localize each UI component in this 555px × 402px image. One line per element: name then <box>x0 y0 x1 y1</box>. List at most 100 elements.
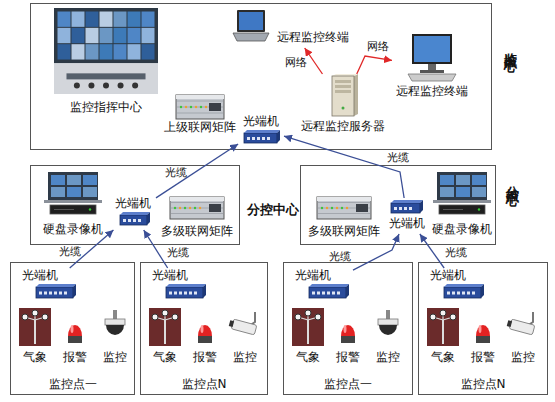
device-node: 报警 <box>464 308 502 368</box>
rack-icon <box>169 196 225 220</box>
node-label: 监控中心 <box>499 42 519 50</box>
site-box: 监控点N光端机气象报警监控 <box>418 262 548 395</box>
switch-icon <box>120 212 150 225</box>
wall-screen <box>440 187 454 197</box>
weather-card <box>427 308 459 346</box>
recorder-body <box>439 205 485 214</box>
wall-screen <box>456 187 470 197</box>
recorder-led <box>478 208 480 210</box>
device-node: 气象 <box>146 308 184 368</box>
wall-screen <box>114 12 127 27</box>
weather-cup <box>22 314 28 320</box>
device-node: 光端机 <box>18 268 80 304</box>
device-node: 光端机 <box>110 196 156 230</box>
node-label: 上级联网矩阵 <box>163 120 237 134</box>
switch-icon <box>309 284 349 298</box>
matrix-led <box>194 207 196 209</box>
weather-pole <box>442 320 444 344</box>
transceiver-body <box>36 287 73 298</box>
connector <box>144 230 168 268</box>
transceiver-port <box>327 292 330 295</box>
laptop-lid <box>237 10 265 32</box>
alarm-glint <box>201 325 204 333</box>
camera-icon <box>372 308 404 346</box>
matrix-led <box>336 207 338 209</box>
matrix-led <box>180 106 182 108</box>
device-node: 远程监控服务器 <box>299 74 387 134</box>
matrix-body <box>317 197 371 219</box>
transceiver-port <box>39 292 42 295</box>
monitor-screen <box>414 36 450 62</box>
switch-icon <box>36 284 76 298</box>
transceiver-port <box>133 219 136 222</box>
camera-dome <box>379 325 397 335</box>
laptop-icon <box>230 8 272 48</box>
dvr-icon <box>44 172 102 216</box>
connector-label: 光缆 <box>165 166 187 179</box>
node-label: 气象 <box>146 350 184 364</box>
camera-mount <box>113 310 117 319</box>
server-side <box>354 74 358 116</box>
device-node: 硬盘录像机 <box>38 170 108 240</box>
camera-dome <box>106 325 124 335</box>
weather-card <box>292 308 324 346</box>
transceiver-top <box>36 284 76 287</box>
node-label: 监控点N <box>419 377 547 391</box>
transceiver-top <box>120 212 150 215</box>
device-node: 光端机 <box>148 268 210 304</box>
monitor-wall <box>437 172 487 200</box>
connector-label: 光缆 <box>167 246 189 259</box>
node-label: 气象 <box>289 350 327 364</box>
transceiver-port <box>312 292 315 295</box>
subcenter-box: 分控中心硬盘录像机光端机多级联网矩阵 <box>30 165 240 245</box>
weather-pole <box>34 320 36 344</box>
matrix-panel <box>209 204 221 212</box>
transceiver-top <box>166 284 206 287</box>
matrix-led <box>184 207 186 209</box>
transceiver-port <box>174 292 177 295</box>
node-label: 监控点N <box>141 377 267 391</box>
server-drive <box>335 90 351 93</box>
weather-cup <box>162 310 168 316</box>
transceiver-side <box>420 200 423 213</box>
matrix-slot <box>171 202 223 203</box>
wall-screen <box>142 44 155 59</box>
transceiver-side <box>147 212 150 225</box>
device-node: 上级联网矩阵 <box>163 94 237 136</box>
recorder-slot <box>443 209 463 210</box>
node-label: 远程监控终端 <box>274 30 352 44</box>
laptop-base <box>233 33 269 41</box>
transceiver-top <box>309 284 349 287</box>
weather-cup <box>42 314 48 320</box>
control-room <box>54 8 158 94</box>
transceiver-port <box>194 292 197 295</box>
transceiver-port <box>317 292 320 295</box>
wall-screen <box>128 44 141 59</box>
node-label: 分控中心 <box>245 202 301 218</box>
wall-screen <box>440 175 454 185</box>
alarm-glint <box>344 325 347 333</box>
node-label: 远程监控终端 <box>392 84 472 98</box>
transceiver-port <box>332 292 335 295</box>
node-label: 多级联网矩阵 <box>158 224 236 238</box>
weather-cup <box>32 310 38 316</box>
console-desk <box>66 73 145 79</box>
connector-label: 光缆 <box>445 246 467 259</box>
node-label: 监控点一 <box>11 377 134 391</box>
wall-screen <box>86 44 99 59</box>
device-node: 监控 <box>369 308 407 368</box>
device-node: 报警 <box>186 308 224 368</box>
node-label: 光端机 <box>426 268 470 282</box>
transceiver-port <box>267 137 270 140</box>
device-node: 监控 <box>504 308 542 368</box>
center-box: 监控中心监控指挥中心远程监控终端远程监控终端上级联网矩阵光端机远程监控服务器 <box>30 3 492 150</box>
matrix-top <box>176 95 224 99</box>
connector <box>353 234 399 270</box>
weather-card <box>19 308 51 346</box>
device-node: 多级联网矩阵 <box>304 194 384 240</box>
wall-screen <box>51 175 65 185</box>
recorder-led <box>89 208 91 210</box>
transceiver-port <box>322 292 325 295</box>
dvr-icon <box>433 172 491 216</box>
